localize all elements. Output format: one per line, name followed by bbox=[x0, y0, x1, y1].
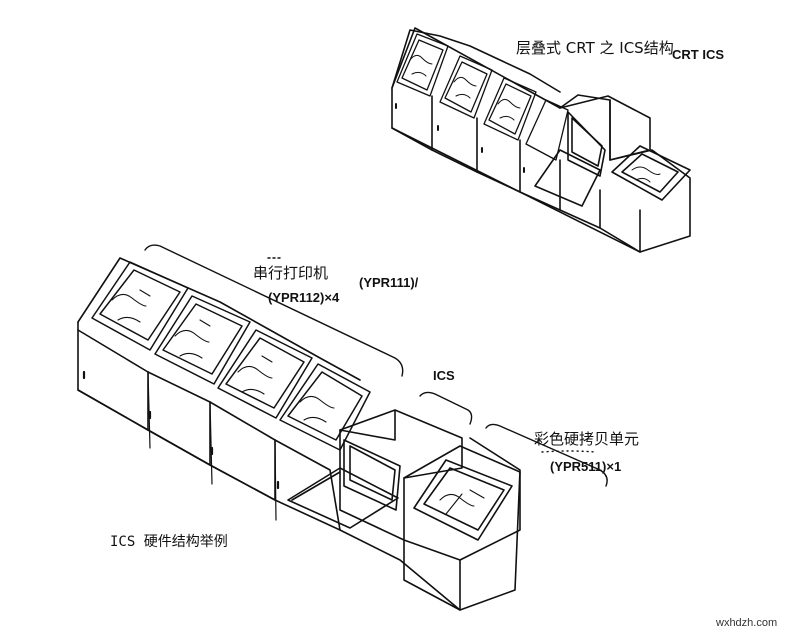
figure-caption: ICS 硬件结构举例 bbox=[110, 534, 228, 550]
label-color-hardcopy-unit: 彩色硬拷贝单元 bbox=[534, 430, 640, 448]
label-ics: ICS bbox=[433, 368, 455, 383]
top-console-row bbox=[391, 27, 691, 253]
label-stacked-crt-ics-title: 层叠式 CRT 之 ICS结构 bbox=[516, 39, 674, 57]
label-serial-printer: 串行打印机 bbox=[253, 264, 329, 282]
bottom-console-row bbox=[77, 257, 521, 611]
label-ypr111: (YPR111)/ bbox=[359, 275, 419, 290]
watermark: wxhdzh.com bbox=[716, 617, 778, 629]
label-crt-ics: CRT ICS bbox=[672, 47, 724, 62]
brackets bbox=[144, 244, 608, 487]
label-ypr511: (YPR511)×1 bbox=[550, 459, 622, 474]
label-ypr112: (YPR112)×4 bbox=[268, 290, 340, 305]
